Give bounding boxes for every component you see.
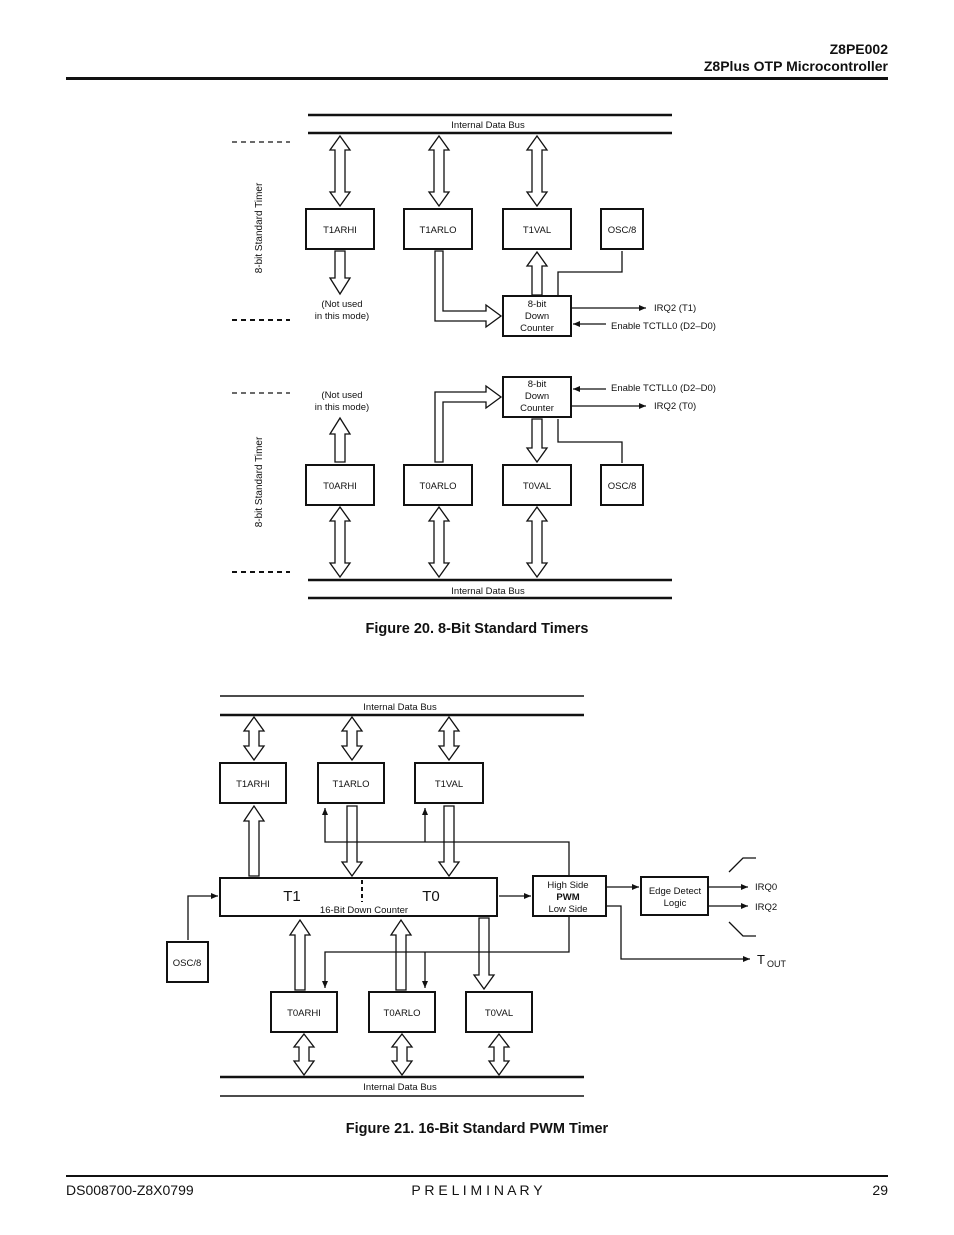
irq0-label: IRQ0 xyxy=(755,882,777,893)
footer-doc-id: DS008700-Z8X0799 xyxy=(66,1182,194,1198)
t1arhi-register: T1ARHI xyxy=(323,225,357,236)
figure-21-labels: Internal Data Bus Internal Data Bus T1AR… xyxy=(173,702,787,1093)
t0arhi-register: T0ARHI xyxy=(323,481,357,492)
fig21-t1arlo: T1ARLO xyxy=(333,779,370,790)
figure-21-caption: Figure 21. 16-Bit Standard PWM Timer xyxy=(345,1121,609,1137)
t0val-register: T0VAL xyxy=(523,481,551,492)
t0arlo-register: T0ARLO xyxy=(420,481,457,492)
footer-rule xyxy=(66,1175,888,1177)
edge-detect-line1: Edge Detect xyxy=(649,886,702,897)
t1-not-used-line2: in this mode) xyxy=(315,311,369,322)
fig21-t0val: T0VAL xyxy=(485,1008,513,1019)
t1-not-used-line1: (Not used xyxy=(321,299,362,310)
irq2-label: IRQ2 xyxy=(755,902,777,913)
fig20-side-label-lower: 8-bit Standard Timer xyxy=(254,436,265,527)
pwm-high-side: High Side xyxy=(547,880,588,891)
t0-enable-label: Enable TCTLL0 (D2–D0) xyxy=(611,383,716,394)
header-product-name: Z8Plus OTP Microcontroller xyxy=(703,58,888,74)
t1val-register: T1VAL xyxy=(523,225,551,236)
t0-counter-line2: Down xyxy=(525,391,549,402)
counter-t0-label: T0 xyxy=(422,888,440,905)
pwm-low-side: Low Side xyxy=(548,904,587,915)
header-part-number: Z8PE002 xyxy=(829,41,888,57)
figure-20-labels: Internal Data Bus Internal Data Bus 8-bi… xyxy=(254,120,716,597)
fig21-bus-bottom-label: Internal Data Bus xyxy=(363,1082,437,1093)
footer-page-number: 29 xyxy=(872,1182,888,1198)
fig20-side-label-upper: 8-bit Standard Timer xyxy=(254,182,265,273)
t1-counter-line1: 8-bit xyxy=(528,299,547,310)
footer-status: P R E L I M I N A R Y xyxy=(411,1182,543,1198)
t0-not-used-line2: in this mode) xyxy=(315,402,369,413)
tout-label-main: T xyxy=(757,952,765,967)
pwm-label: PWM xyxy=(556,892,579,903)
fig20-bus-top-label: Internal Data Bus xyxy=(451,120,525,131)
fig21-t0arlo: T0ARLO xyxy=(384,1008,421,1019)
edge-detect-line2: Logic xyxy=(664,898,687,909)
t0-counter-line1: 8-bit xyxy=(528,379,547,390)
t1-enable-label: Enable TCTLL0 (D2–D0) xyxy=(611,321,716,332)
t0-counter-line3: Counter xyxy=(520,403,554,414)
fig20-bus-bottom-label: Internal Data Bus xyxy=(451,586,525,597)
fig21-t1arhi: T1ARHI xyxy=(236,779,270,790)
fig21-t0arhi: T0ARHI xyxy=(287,1008,321,1019)
figure-21 xyxy=(166,695,756,1097)
t1-counter-line2: Down xyxy=(525,311,549,322)
counter-16bit-label: 16-Bit Down Counter xyxy=(320,905,408,916)
fig21-t1val: T1VAL xyxy=(435,779,463,790)
t1arlo-register: T1ARLO xyxy=(420,225,457,236)
t0-irq-label: IRQ2 (T0) xyxy=(654,401,696,412)
tout-label-sub: OUT xyxy=(767,959,787,969)
counter-t1-label: T1 xyxy=(283,888,301,905)
t1-counter-line3: Counter xyxy=(520,323,554,334)
t1-osc8-block: OSC/8 xyxy=(608,225,637,236)
t1-irq-label: IRQ2 (T1) xyxy=(654,303,696,314)
figure-20-caption: Figure 20. 8-Bit Standard Timers xyxy=(365,621,589,637)
fig21-bus-top-label: Internal Data Bus xyxy=(363,702,437,713)
t0-not-used-line1: (Not used xyxy=(321,390,362,401)
fig21-osc8: OSC/8 xyxy=(173,958,202,969)
figure-20 xyxy=(232,113,672,600)
header-rule xyxy=(66,77,888,80)
t0-osc8-block: OSC/8 xyxy=(608,481,637,492)
